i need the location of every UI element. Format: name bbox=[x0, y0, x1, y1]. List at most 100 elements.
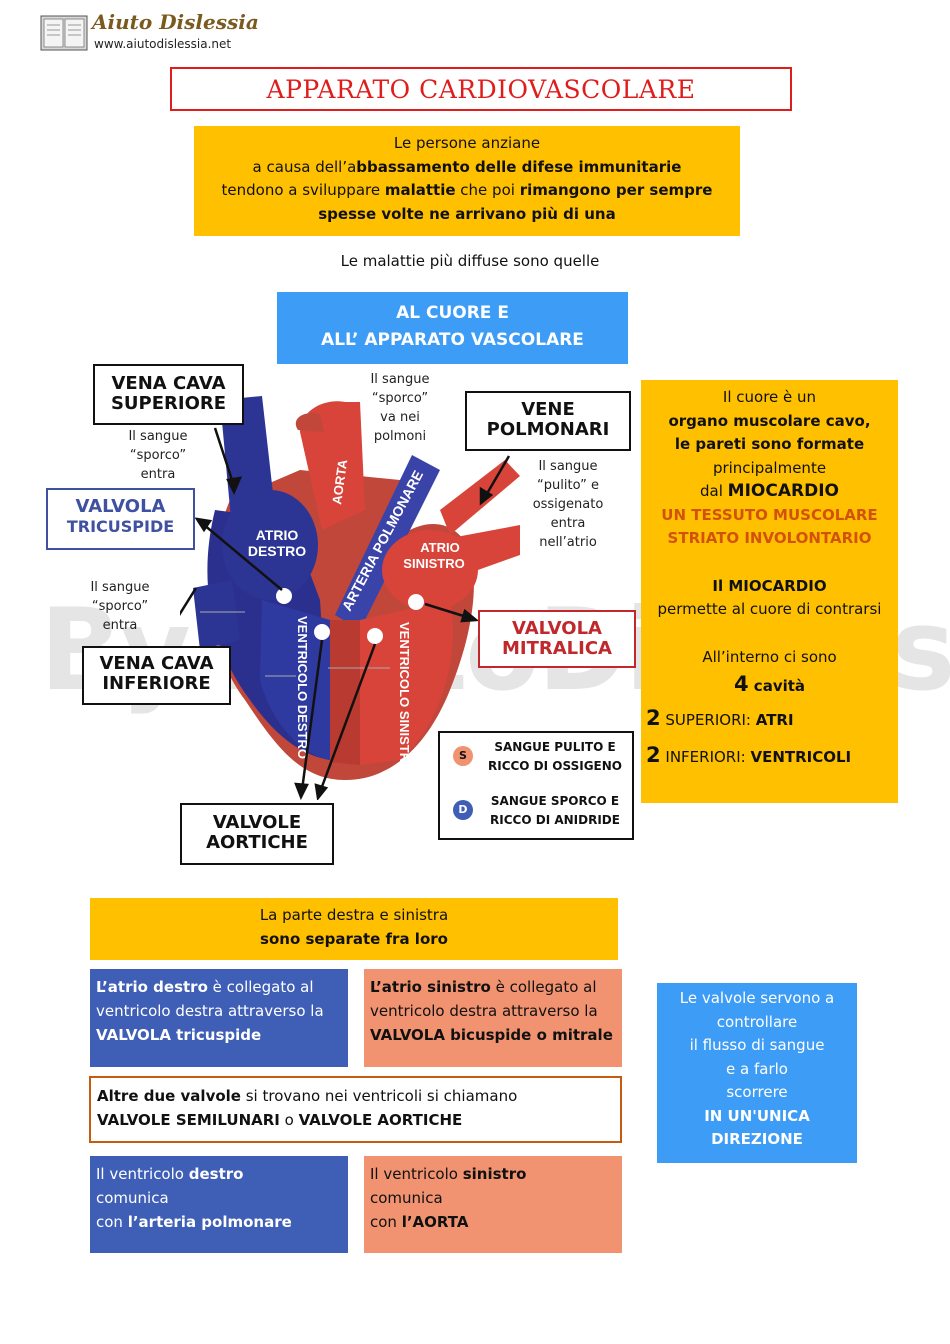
note-sangue-sporco-entra-1: Il sangue “sporco” entra bbox=[118, 427, 198, 484]
note-line: e a farlo bbox=[726, 1059, 788, 1078]
panel-line: UN TESSUTO MUSCOLARE bbox=[661, 505, 878, 524]
legend-s-icon: S bbox=[453, 746, 473, 766]
note-sangue-pulito: Il sangue “pulito” e ossigenato entra ne… bbox=[528, 457, 608, 552]
atrio-destro-box: L’atrio destro è collegato al ventricolo… bbox=[90, 969, 348, 1067]
intro-line-3: tendono a sviluppare malattie che poi ri… bbox=[194, 179, 740, 203]
label-line: VENA CAVA bbox=[99, 653, 214, 674]
panel-line: dal MIOCARDIO bbox=[641, 480, 898, 504]
label-line: INFERIORE bbox=[102, 673, 211, 694]
logo-book-icon bbox=[40, 12, 88, 52]
legend-s-text: SANGUE PULITO E RICCO DI OSSIGENO bbox=[480, 738, 630, 776]
label-line: VALVOLA bbox=[512, 618, 602, 639]
panel-bold: ATRI bbox=[755, 711, 794, 729]
box-text: Il ventricolo bbox=[370, 1165, 463, 1183]
panel-line: 4 cavità bbox=[641, 669, 898, 701]
box-bold: l’arteria polmonare bbox=[127, 1213, 292, 1231]
panel-line: 2 INFERIORI: VENTRICOLI bbox=[641, 737, 898, 775]
label-vene-polmonari: VENE POLMONARI bbox=[465, 391, 631, 451]
note-line: “sporco” bbox=[371, 391, 429, 406]
logo-url: www.aiutodislessia.net bbox=[94, 37, 232, 51]
label-valvola-tricuspide: VALVOLA TRICUSPIDE bbox=[46, 488, 195, 550]
label-aorta: AORTA bbox=[329, 458, 350, 506]
box-text: si trovano nei ventricoli si chiamano bbox=[240, 1087, 518, 1105]
note-line: controllare bbox=[716, 1012, 798, 1031]
label-atrio-sinistro-2: SINISTRO bbox=[403, 556, 464, 571]
label-ventricolo-destro: VENTRICOLO DESTRO bbox=[295, 616, 310, 759]
panel-line: organo muscolare cavo, bbox=[668, 411, 871, 430]
label-line: TRICUSPIDE bbox=[66, 517, 175, 536]
atrio-sinistro-box: L’atrio sinistro è collegato al ventrico… bbox=[364, 969, 622, 1067]
box-bold: VALVOLA tricuspide bbox=[96, 1026, 262, 1044]
box-line: comunica bbox=[96, 1189, 169, 1207]
intro-bold: bbassamento delle difese immunitarie bbox=[356, 157, 682, 176]
label-line: POLMONARI bbox=[486, 419, 610, 440]
box-bold: Altre due valvole bbox=[97, 1087, 241, 1105]
label-valvola-mitralica: VALVOLA MITRALICA bbox=[478, 610, 636, 668]
label-line: MITRALICA bbox=[502, 638, 612, 659]
label-vena-cava-superiore: VENA CAVA SUPERIORE bbox=[93, 364, 244, 425]
note-line: entra bbox=[102, 618, 138, 633]
box-text: o bbox=[279, 1111, 299, 1129]
note-line: scorrere bbox=[726, 1083, 788, 1101]
panel-bold: VENTRICOLI bbox=[750, 748, 852, 766]
box-bold: L’atrio sinistro bbox=[370, 978, 491, 996]
label-ventricolo-sinistro: VENTRICOLO SINISTRO bbox=[397, 622, 412, 772]
heart-description-panel: Il cuore è un organo muscolare cavo, le … bbox=[641, 380, 898, 803]
note-sangue-sporco-polmoni: Il sangue “sporco” va nei polmoni bbox=[360, 370, 440, 446]
lead-text: Le malattie più diffuse sono quelle bbox=[340, 252, 600, 270]
section-heading: AL CUORE E ALL’ APPARATO VASCOLARE bbox=[277, 292, 628, 364]
box-text: Il ventricolo bbox=[96, 1165, 189, 1183]
label-line: VENA CAVA bbox=[111, 373, 226, 394]
note-line: polmoni bbox=[373, 429, 427, 444]
label-line: SUPERIORE bbox=[110, 393, 227, 414]
box-text: con bbox=[370, 1213, 402, 1231]
note-line: entra bbox=[550, 516, 586, 531]
label-line: AORTICHE bbox=[206, 832, 308, 853]
note-line: il flusso di sangue bbox=[689, 1036, 825, 1054]
box-bold: l’AORTA bbox=[401, 1213, 469, 1231]
note-line: Il sangue bbox=[370, 372, 430, 387]
altre-valvole-box: Altre due valvole si trovano nei ventric… bbox=[89, 1076, 622, 1143]
note-line: “sporco” bbox=[129, 448, 187, 463]
note-line: nell’atrio bbox=[539, 535, 597, 550]
panel-bold: 2 bbox=[646, 743, 661, 767]
separation-line: La parte destra e sinistra bbox=[259, 906, 449, 924]
panel-bold: 2 bbox=[646, 706, 661, 730]
box-bold: VALVOLE SEMILUNARI bbox=[97, 1111, 280, 1129]
section-heading-line-1: AL CUORE E bbox=[396, 303, 509, 323]
note-line: ossigenato bbox=[532, 497, 604, 512]
label-vena-cava-inferiore: VENA CAVA INFERIORE bbox=[82, 646, 231, 705]
panel-line: 2 SUPERIORI: ATRI bbox=[641, 701, 898, 737]
intro-box: Le persone anziane a causa dell’abbassam… bbox=[194, 126, 740, 236]
separation-box: La parte destra e sinistra sono separate… bbox=[90, 898, 618, 960]
label-line: VALVOLE bbox=[212, 812, 302, 833]
panel-text: INFERIORI: bbox=[660, 748, 751, 766]
note-line: entra bbox=[140, 467, 176, 482]
note-line: “pulito” e bbox=[537, 478, 599, 493]
note-line: Il sangue bbox=[90, 580, 150, 595]
page-title: APPARATO CARDIOVASCOLARE bbox=[170, 67, 792, 111]
legend-line: SANGUE SPORCO E bbox=[490, 794, 620, 808]
heart-illustration: ATRIO DESTRO AORTA ARTERIA POLMONARE ATR… bbox=[180, 396, 520, 800]
intro-line-4: spesse volte ne arrivano più di una bbox=[318, 204, 616, 223]
box-text: è collegato al ventricolo destra attrave… bbox=[370, 978, 598, 1020]
panel-line: Il cuore è un bbox=[722, 388, 817, 406]
intro-bold: malattie bbox=[384, 181, 456, 199]
panel-bold: MIOCARDIO bbox=[727, 481, 839, 501]
label-atrio-sinistro-1: ATRIO bbox=[420, 540, 459, 555]
box-line: con l’arteria polmonare bbox=[96, 1210, 342, 1234]
panel-line: le pareti sono formate bbox=[674, 435, 865, 453]
box-line: con l’AORTA bbox=[370, 1210, 616, 1234]
legend-line: SANGUE PULITO E bbox=[494, 740, 616, 754]
label-valvole-aortiche: VALVOLE AORTICHE bbox=[180, 803, 334, 865]
box-line: Il ventricolo destro bbox=[96, 1162, 342, 1186]
box-text: è collegato al ventricolo destra attrave… bbox=[96, 978, 324, 1020]
note-line: IN UN'UNICA bbox=[704, 1106, 810, 1125]
panel-bold: cavità bbox=[748, 677, 806, 695]
panel-line: Il MIOCARDIO bbox=[712, 576, 827, 595]
label-line: VALVOLA bbox=[75, 496, 166, 517]
legend-d-icon: D bbox=[453, 800, 473, 820]
panel-bold: 4 bbox=[733, 672, 749, 696]
box-bold: sinistro bbox=[462, 1165, 527, 1183]
panel-line: STRIATO INVOLONTARIO bbox=[667, 529, 872, 547]
